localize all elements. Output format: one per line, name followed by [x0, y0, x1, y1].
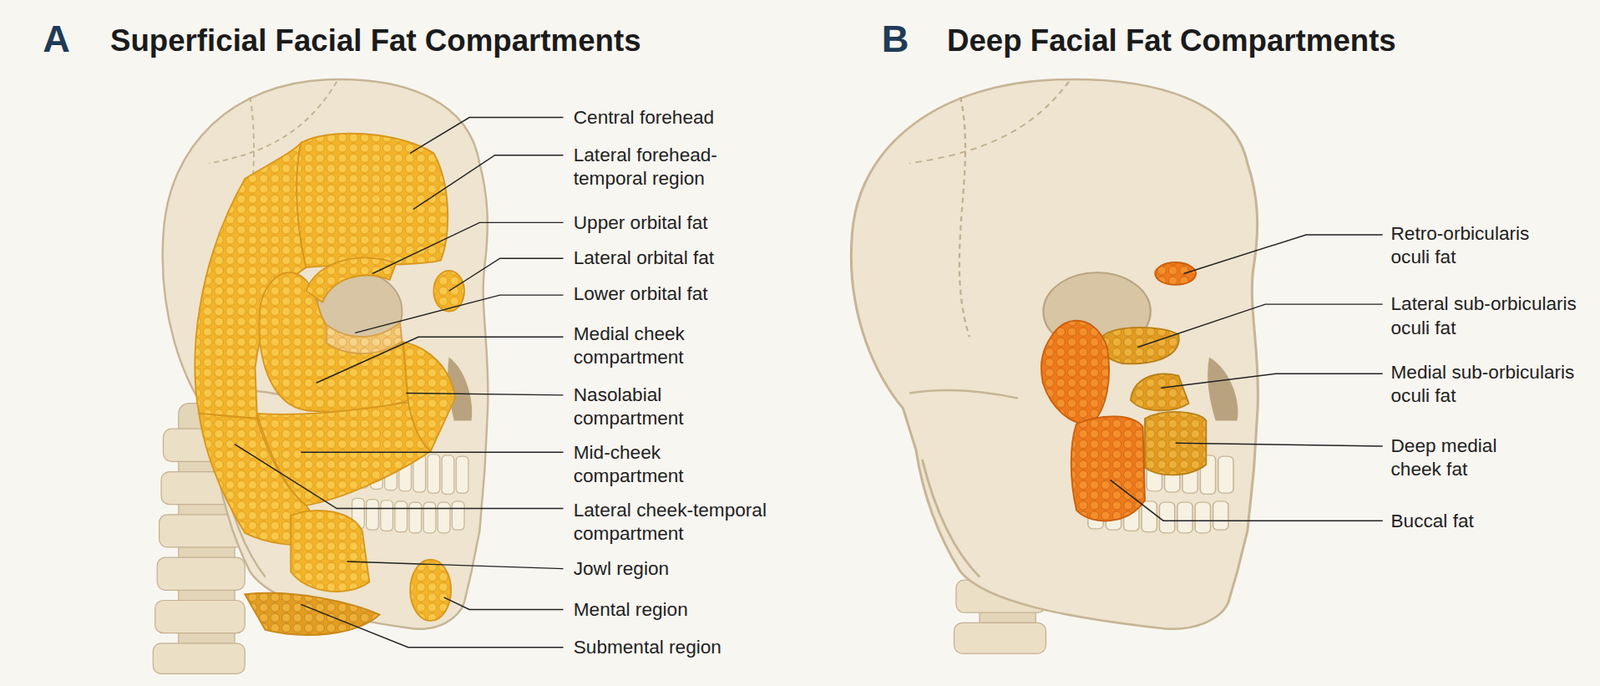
leader-line: [234, 444, 563, 509]
part-label: Retro-orbicularis oculi fat: [1391, 221, 1565, 269]
fat-compartment: [1041, 320, 1109, 425]
leader-line: [346, 561, 563, 569]
leader-line: [1161, 373, 1383, 388]
part-label: Jowl region: [573, 556, 778, 580]
part-label: Mental region: [573, 597, 778, 621]
fat-compartment: [290, 510, 370, 592]
fat-compartment: [1154, 262, 1196, 285]
fat-compartment: [1100, 327, 1179, 364]
part-label: Lateral sub-orbicularis oculi fat: [1391, 291, 1600, 339]
leader-line: [449, 258, 564, 291]
part-label: Lower orbital fat: [573, 281, 778, 305]
leader-line: [316, 336, 564, 383]
panel-title: Deep Facial Fat Compartments: [946, 21, 1600, 61]
leader-line: [413, 155, 564, 210]
leader-lines: [1109, 234, 1383, 521]
fat-compartment: [306, 257, 397, 302]
leader-line: [1137, 303, 1383, 347]
leader-line: [354, 294, 563, 333]
part-label: Lateral orbital fat: [573, 245, 778, 269]
part-label: Medial cheek compartment: [573, 321, 717, 369]
fat-compartment: [410, 559, 451, 621]
fat-compartment: [1130, 374, 1190, 411]
fat-compartment: [244, 592, 380, 635]
part-label: Central forehead: [573, 105, 778, 129]
panel-letter: A: [42, 18, 104, 61]
leader-line: [410, 117, 563, 154]
leader-line: [405, 392, 563, 395]
leader-line: [372, 222, 564, 274]
skull: [162, 79, 489, 629]
panel-title: Superficial Facial Fat Compartments: [110, 21, 764, 61]
part-label: Buccal fat: [1391, 508, 1545, 532]
part-label: Lateral cheek-temporal compartment: [573, 497, 811, 545]
panel-letter: B: [881, 18, 943, 61]
part-label: Medial sub-orbicularis oculi fat: [1391, 359, 1600, 407]
leader-line: [300, 603, 563, 647]
part-label: Nasolabial compartment: [573, 382, 717, 430]
fat-compartment: [296, 133, 448, 268]
fat-compartment: [258, 272, 408, 412]
leader-lines: [234, 117, 563, 648]
part-label: Deep medial cheek fat: [1391, 433, 1519, 481]
leader-line: [444, 597, 564, 610]
part-label: Mid-cheek compartment: [573, 440, 717, 487]
fat-compartment: [1071, 415, 1145, 521]
part-label: Upper orbital fat: [573, 210, 778, 234]
part-label: Submental region: [573, 634, 778, 659]
leader-line: [1109, 479, 1383, 521]
part-label: Lateral forehead- temporal region: [573, 142, 750, 190]
skull: [850, 79, 1258, 629]
leader-line: [300, 451, 563, 453]
leader-line: [1183, 234, 1383, 274]
leader-line: [1175, 442, 1383, 446]
